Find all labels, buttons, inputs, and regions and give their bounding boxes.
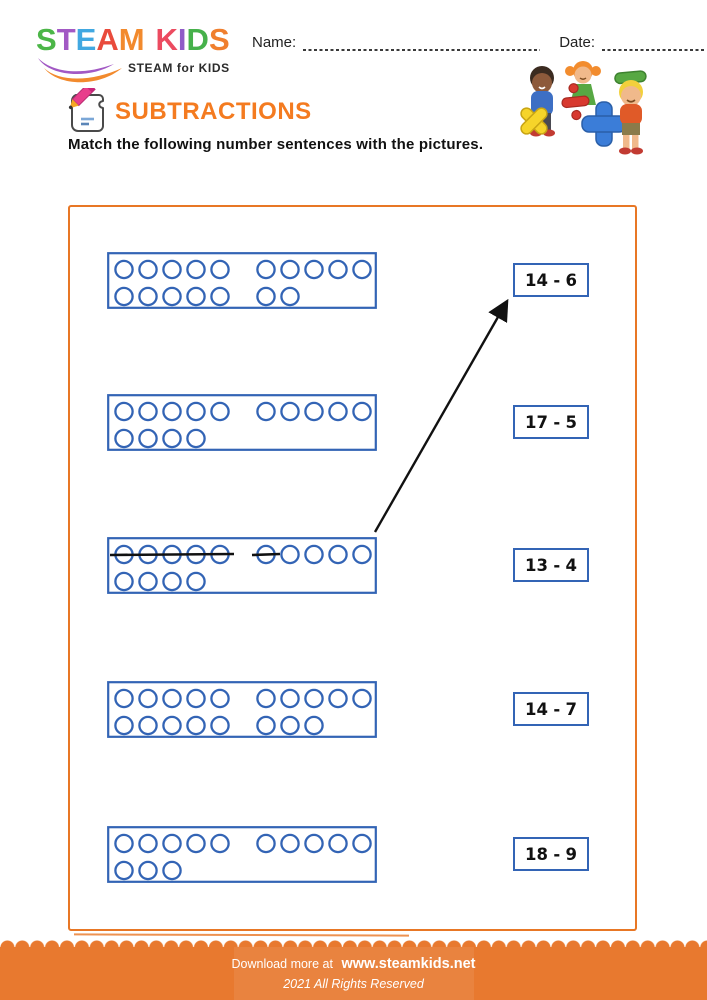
subtrahend: 9 [565, 844, 577, 864]
logo-tagline: STEAM for KIDS [128, 61, 230, 75]
logo-swoosh-icon [38, 58, 122, 83]
expression-box-4[interactable]: 14 - 7 [513, 692, 589, 726]
minus-sign: - [553, 699, 561, 719]
site-link[interactable]: www.steamkids.net [341, 956, 476, 972]
expression-box-3[interactable]: 13 - 4 [513, 548, 589, 582]
picture-group-4[interactable] [107, 681, 377, 738]
match-row-2: 17 - 5 [107, 394, 597, 451]
title-row: SUBTRACTIONS [64, 88, 312, 136]
name-input-line[interactable] [303, 41, 541, 51]
picture-group-3[interactable] [107, 537, 377, 594]
pencil-scroll-icon [68, 88, 104, 132]
download-prefix: Download more at [231, 957, 333, 971]
kids-illustration [520, 61, 647, 155]
instruction-text: Match the following number sentences wit… [68, 136, 484, 153]
match-row-4: 14 - 7 [107, 681, 597, 738]
plus-symbol [581, 101, 627, 147]
footer-scallop-edge [0, 939, 707, 947]
minuend: 17 [525, 412, 548, 432]
footer-center-panel [234, 947, 474, 1000]
minuend: 14 [525, 699, 548, 719]
name-label: Name: [252, 34, 297, 51]
date-label: Date: [559, 34, 596, 51]
minuend: 18 [525, 844, 548, 864]
picture-group-1[interactable] [107, 252, 377, 309]
match-row-3: 13 - 4 [107, 537, 597, 594]
minuend: 14 [525, 270, 548, 290]
subtrahend: 6 [565, 270, 577, 290]
date-input-line[interactable] [602, 41, 706, 51]
footer-rights: 2021 All Rights Reserved [283, 977, 424, 991]
page-title: SUBTRACTIONS [115, 98, 312, 125]
minus-sign: - [553, 270, 561, 290]
picture-group-5[interactable] [107, 826, 377, 883]
expression-box-2[interactable]: 17 - 5 [513, 405, 589, 439]
expression-box-5[interactable]: 18 - 9 [513, 837, 589, 871]
picture-group-2[interactable] [107, 394, 377, 451]
worksheet-frame: 14 - 6 17 - 5 13 - 4 14 [68, 205, 637, 931]
subtrahend: 7 [565, 699, 577, 719]
match-row-1: 14 - 6 [107, 252, 597, 309]
subtrahend: 5 [565, 412, 577, 432]
footer: Download more at www.steamkids.net 2021 … [0, 947, 707, 1000]
minus-sign: - [553, 412, 561, 432]
divide-symbol [561, 83, 590, 121]
times-symbol [520, 107, 548, 135]
footer-download-line: Download more at www.steamkids.net [0, 956, 707, 972]
minus-sign: - [553, 555, 561, 575]
subtrahend: 4 [565, 555, 577, 575]
expression-box-1[interactable]: 14 - 6 [513, 263, 589, 297]
minus-sign: - [553, 844, 561, 864]
minuend: 13 [525, 555, 548, 575]
header-fields: Name: Date: [252, 34, 706, 51]
match-row-5: 18 - 9 [107, 826, 597, 883]
